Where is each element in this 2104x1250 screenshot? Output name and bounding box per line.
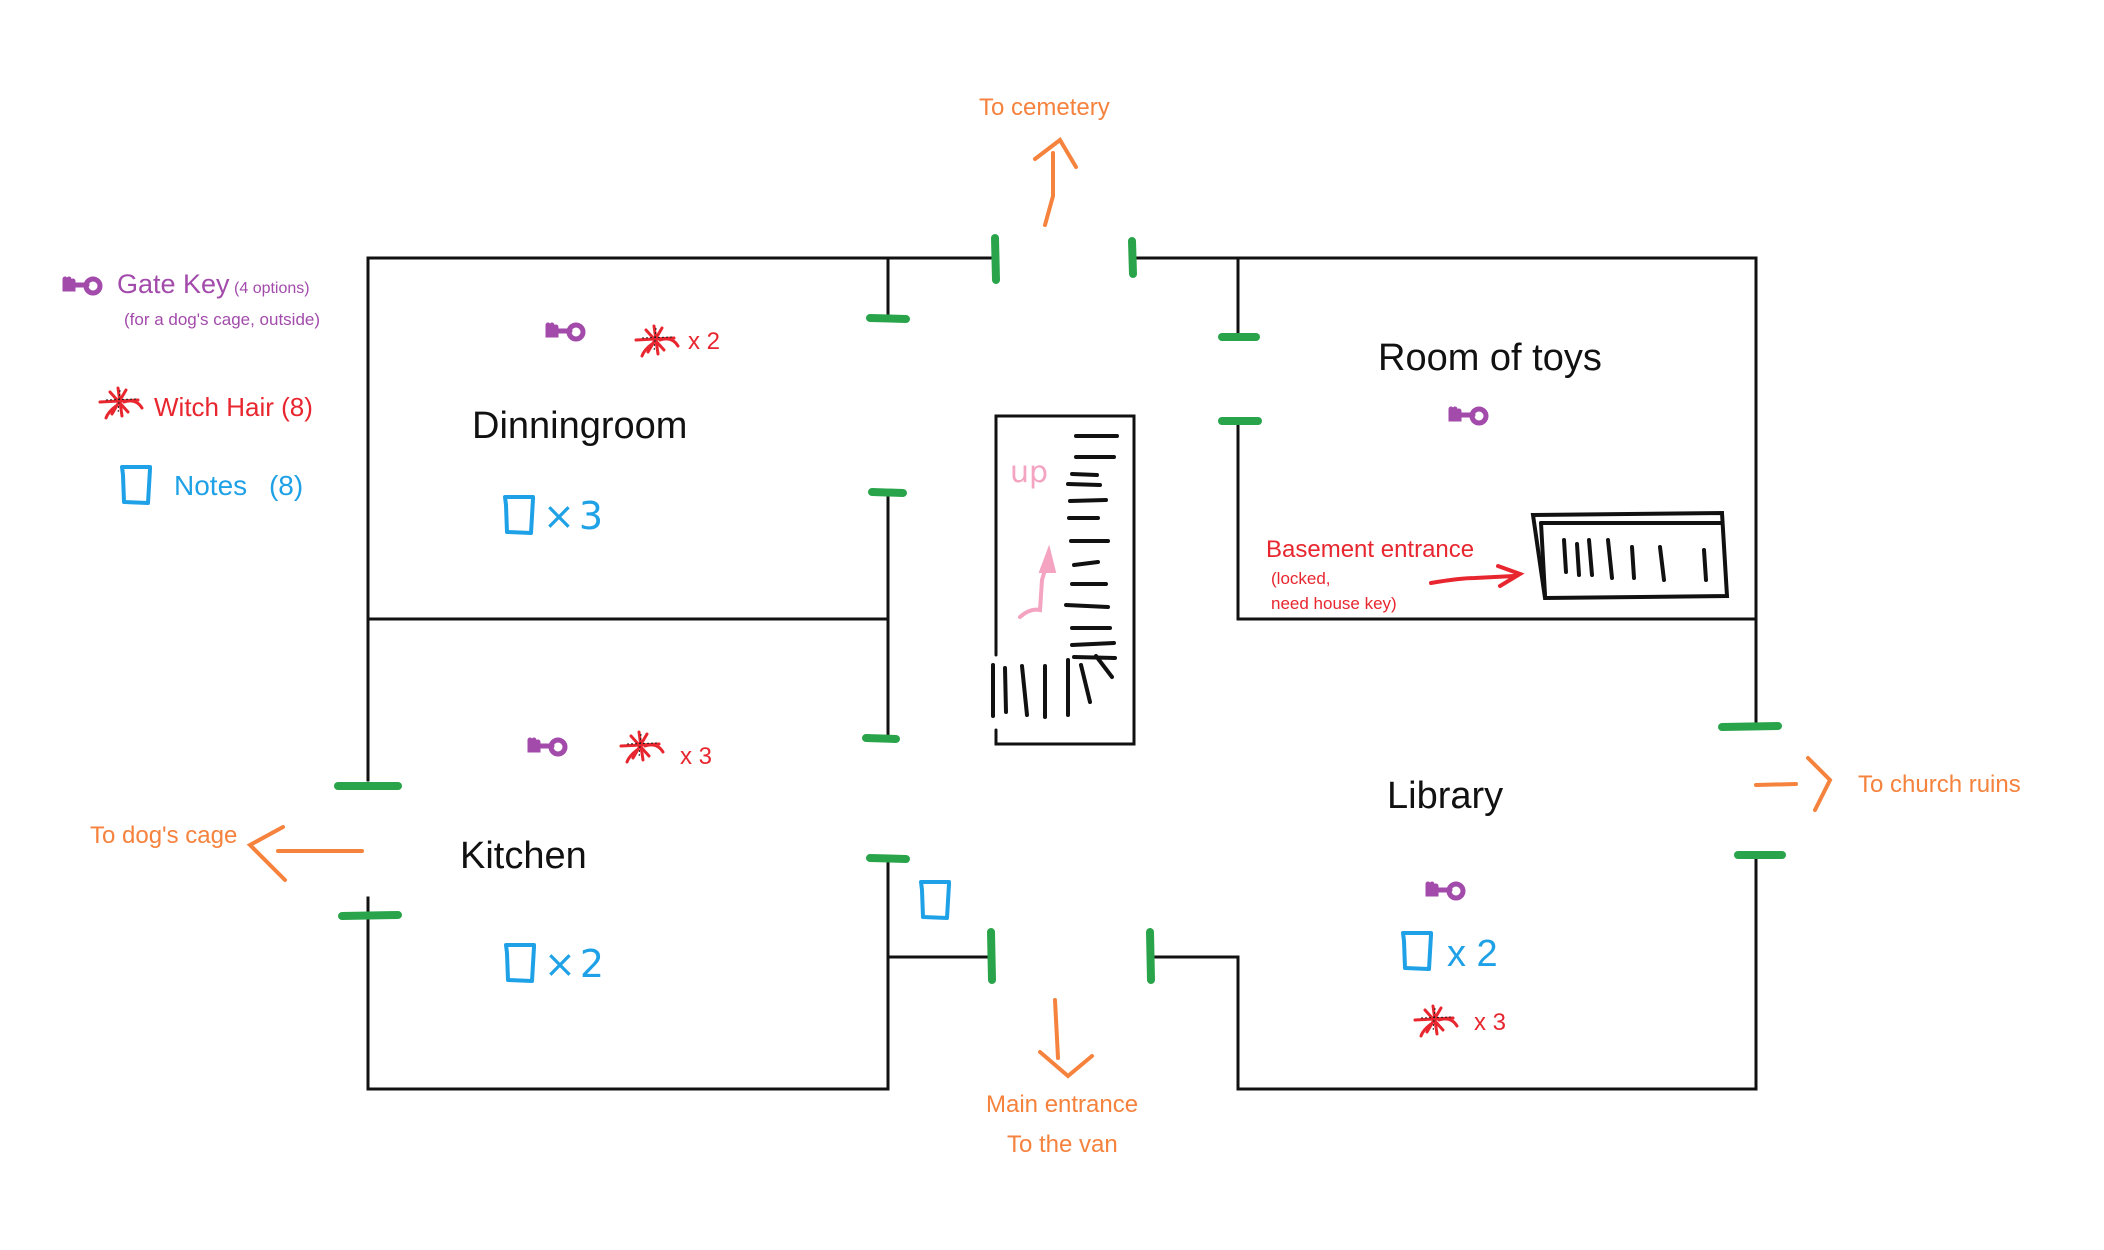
library-key-icon[interactable]	[1428, 884, 1463, 898]
basement-hatch[interactable]	[1530, 510, 1730, 601]
dining-key-icon[interactable]	[548, 325, 583, 339]
arrow-dogs-cage[interactable]	[246, 825, 364, 882]
kitchen-key-icon[interactable]	[530, 740, 565, 754]
exit-label-main[interactable]: Main entrance	[986, 1091, 1139, 1118]
legend-key-icon	[65, 279, 100, 293]
exit-arrows	[246, 137, 1833, 1079]
room-label-library: Library	[1387, 775, 1504, 817]
dining-witch-hair-count: x 2	[688, 328, 721, 355]
legend-gate-key-note: (4 options)	[234, 280, 310, 297]
kitchen-notes-count: ×2	[544, 942, 609, 986]
hallway-note-icon[interactable]	[919, 880, 951, 920]
door-kitchen-lower[interactable]	[866, 854, 910, 863]
doors	[334, 234, 1786, 984]
basement-label: Basement entrance	[1266, 536, 1475, 563]
library-witch-hair-count: x 3	[1474, 1009, 1507, 1036]
stair-steps	[991, 434, 1119, 719]
door-kitchen-upper[interactable]	[862, 734, 900, 743]
exit-label-church[interactable]: To church ruins	[1858, 771, 2021, 798]
staircase[interactable]	[991, 414, 1136, 746]
legend-note-icon	[120, 465, 152, 505]
kitchen-witch-hair-count: x 3	[680, 743, 713, 770]
legend-witch-hair-icon	[98, 386, 144, 420]
door-main-right[interactable]	[1146, 928, 1155, 984]
library-witch-hair-icon[interactable]	[1413, 1004, 1459, 1038]
room-label-toys: Room of toys	[1378, 337, 1602, 379]
basement-note-line2: need house key)	[1271, 594, 1397, 613]
door-dining-upper[interactable]	[866, 314, 910, 323]
dining-notes-count: ×3	[543, 494, 608, 538]
dining-witch-hair-icon[interactable]	[634, 324, 680, 358]
legend-gate-key: Gate Key (4 options)	[117, 271, 310, 298]
door-cemetery-right[interactable]	[1128, 237, 1137, 278]
stairs-up-label: up	[1010, 455, 1049, 490]
legend-witch-hair-label: Witch Hair (8)	[154, 392, 313, 422]
legend-gate-key-subnote: (for a dog's cage, outside)	[124, 310, 321, 329]
walls	[366, 256, 1758, 1091]
legend-notes: Notes (8)	[174, 472, 303, 500]
door-dining-lower[interactable]	[868, 488, 907, 497]
door-main-left[interactable]	[987, 928, 996, 984]
arrow-cemetery[interactable]	[1033, 137, 1078, 227]
stairs-up-arrow	[1018, 554, 1051, 619]
library-notes-count: x 2	[1447, 933, 1498, 975]
basement-note-line1: (locked,	[1271, 569, 1331, 588]
stairs-outline	[994, 414, 1136, 746]
dining-note-icon[interactable]	[503, 495, 535, 535]
exit-label-van[interactable]: To the van	[1007, 1131, 1118, 1158]
legend-notes-count: (8)	[268, 470, 304, 501]
exit-label-dogs-cage[interactable]: To dog's cage	[90, 822, 238, 849]
toys-key-icon[interactable]	[1451, 409, 1486, 423]
exit-label-cemetery[interactable]: To cemetery	[979, 94, 1110, 121]
kitchen-note-icon[interactable]	[504, 943, 536, 983]
door-church-upper[interactable]	[1718, 722, 1782, 731]
door-west-lower[interactable]	[338, 911, 402, 920]
stairs-up-arrowhead	[1038, 544, 1057, 573]
room-label-kitchen: Kitchen	[460, 835, 587, 877]
door-cemetery-left[interactable]	[991, 234, 1000, 284]
arrow-church[interactable]	[1754, 756, 1833, 812]
room-label-dining: Dinningroom	[472, 405, 688, 447]
legend-notes-label: Notes	[174, 470, 248, 501]
library-note-icon[interactable]	[1401, 931, 1433, 971]
kitchen-witch-hair-icon[interactable]	[619, 730, 665, 764]
basement-arrow	[1429, 564, 1525, 588]
arrow-main[interactable]	[1038, 998, 1094, 1079]
legend-gate-key-label: Gate Key	[117, 269, 230, 299]
